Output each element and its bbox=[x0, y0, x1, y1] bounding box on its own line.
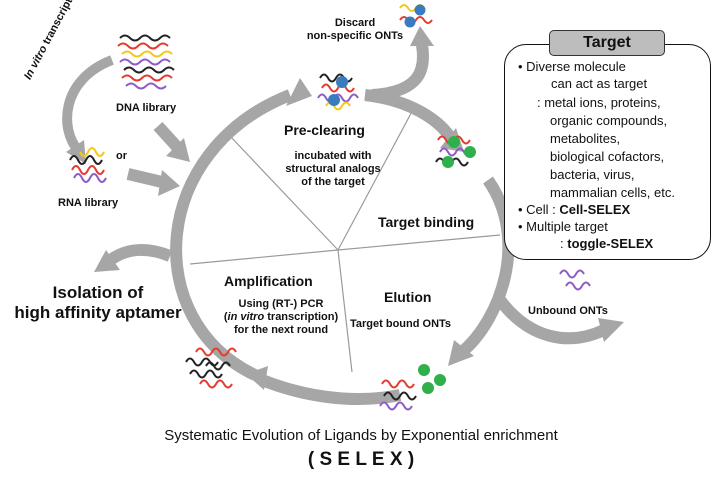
preclearing-desc: incubated with structural analogs of the… bbox=[268, 150, 398, 189]
unbound-strands bbox=[559, 269, 591, 291]
bullet-dot: • bbox=[518, 59, 527, 74]
target-bullet1-line7: bacteria, virus, bbox=[550, 167, 635, 182]
transcription-arrowhead bbox=[66, 140, 86, 164]
target-bullet3-prefix: : bbox=[560, 236, 568, 251]
isolation-label-line1: Isolation of bbox=[52, 283, 144, 302]
elution-cluster bbox=[379, 364, 446, 411]
amplification-cluster bbox=[185, 347, 237, 389]
isolation-arrow bbox=[104, 244, 173, 267]
isolation-label: Isolation of high affinity aptamer bbox=[8, 283, 188, 323]
preclearing-cluster bbox=[317, 73, 359, 111]
target-bullet2-bold: Cell-SELEX bbox=[559, 202, 631, 217]
cycle-sector-lines bbox=[189, 103, 501, 373]
rna-to-cycle-arrowhead bbox=[158, 170, 180, 196]
amplification-title: Amplification bbox=[224, 273, 313, 289]
cycle-arc-left bbox=[170, 89, 293, 381]
preclearing-desc-line2: structural analogs bbox=[285, 163, 381, 175]
amplification-desc-line2-rest: transcription) bbox=[264, 311, 339, 323]
target-bullet1-line6: biological cofactors, bbox=[550, 149, 665, 164]
dna-to-cycle-arrow bbox=[153, 121, 183, 153]
target-bullet3-line2: : toggle-SELEX bbox=[560, 235, 653, 252]
target-bullet2-prefix: Cell : bbox=[526, 202, 560, 217]
preclearing-title: Pre-clearing bbox=[284, 122, 365, 138]
bullet-dot: • bbox=[518, 202, 527, 217]
or-label: or bbox=[116, 150, 127, 162]
discard-label-line2: non-specific ONTs bbox=[306, 30, 404, 42]
elution-title: Elution bbox=[384, 289, 432, 305]
isolation-label-line2: high affinity aptamer bbox=[14, 303, 182, 322]
discard-cluster bbox=[399, 4, 433, 28]
target-bullet2: • Cell : Cell-SELEX bbox=[518, 201, 630, 218]
target-bullet1-line1: Diverse molecule bbox=[526, 59, 626, 74]
cycle-arrowhead-top bbox=[286, 78, 312, 106]
target-bullet3: • Multiple target bbox=[518, 218, 608, 235]
amplification-desc-line2: (in vitro transcription) bbox=[206, 311, 356, 324]
target-bullet3-bold: toggle-SELEX bbox=[567, 236, 654, 251]
target-binding-title: Target binding bbox=[378, 214, 475, 230]
amplification-desc-line2-open: ( bbox=[223, 311, 228, 323]
amplification-desc-line3: for the next round bbox=[233, 324, 329, 336]
target-bullet3-line1: Multiple target bbox=[526, 219, 608, 234]
target-box bbox=[504, 44, 711, 260]
target-bullet1-line5: metabolites, bbox=[550, 131, 621, 146]
amplification-desc-line2-italic: in vitro bbox=[227, 311, 265, 323]
amplification-desc-line1: Using (RT-) PCR bbox=[238, 298, 324, 310]
cycle-arrowhead-elution bbox=[448, 340, 474, 366]
target-bullet1-line3: : metal ions, proteins, bbox=[537, 95, 661, 110]
rna-library-strands bbox=[69, 147, 107, 183]
preclearing-desc-line3: of the target bbox=[301, 176, 365, 188]
target-bullet1-line2: can act as target bbox=[551, 76, 648, 91]
cycle-arrowhead-amplification bbox=[246, 366, 268, 390]
dna-library-label: DNA library bbox=[116, 102, 177, 114]
unbound-label: Unbound ONTs bbox=[528, 305, 608, 317]
discard-label: Discard non-specific ONTs bbox=[300, 17, 410, 43]
cycle-arc-right bbox=[458, 176, 515, 357]
dna-to-cycle-arrowhead bbox=[166, 138, 190, 162]
unbound-arrowhead bbox=[598, 318, 624, 342]
transcription-arc bbox=[62, 55, 114, 154]
rna-to-cycle-arrow bbox=[126, 168, 164, 188]
target-box-title: Target bbox=[549, 30, 665, 56]
bullet-dot: • bbox=[518, 219, 527, 234]
discard-arrowhead bbox=[410, 26, 434, 46]
unbound-arrow bbox=[495, 296, 607, 345]
preclearing-desc-line1: incubated with bbox=[294, 150, 372, 162]
isolation-arrowhead bbox=[94, 250, 120, 272]
amplification-desc: Using (RT-) PCR (in vitro transcription)… bbox=[206, 298, 356, 337]
target-bullet1-line4: organic compounds, bbox=[550, 113, 668, 128]
discard-arrow bbox=[371, 44, 429, 101]
footer-acronym: ( S E L E X ) bbox=[307, 449, 415, 470]
footer-title: Systematic Evolution of Ligands by Expon… bbox=[164, 427, 558, 444]
target-bullet1-line8: mammalian cells, etc. bbox=[550, 185, 675, 200]
target-binding-cluster bbox=[435, 135, 476, 168]
dna-library-strands bbox=[117, 34, 175, 90]
cycle-arc-bottom bbox=[259, 374, 402, 405]
elution-desc: Target bound ONTs bbox=[350, 318, 452, 330]
target-bullet1: • Diverse molecule bbox=[518, 58, 626, 75]
discard-label-line1: Discard bbox=[334, 17, 376, 29]
rna-library-label: RNA library bbox=[58, 197, 119, 209]
